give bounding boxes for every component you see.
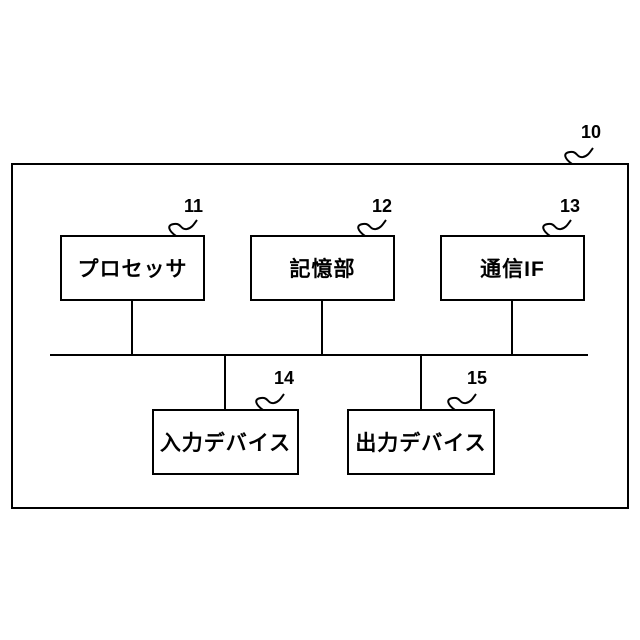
block-label-memory: 記憶部 xyxy=(289,258,356,281)
block-output-device: 出力デバイス xyxy=(347,409,495,475)
lead-line-14 xyxy=(255,393,285,411)
ref-numeral-11: 11 xyxy=(184,196,204,216)
lead-line-11 xyxy=(168,219,198,237)
block-label-output-device: 出力デバイス xyxy=(355,432,487,455)
lead-line-12 xyxy=(357,219,387,237)
ref-numeral-13: 13 xyxy=(560,196,581,216)
lead-line-10 xyxy=(564,147,594,165)
lead-line-13 xyxy=(542,219,572,237)
block-label-input-device: 入力デバイス xyxy=(159,432,292,455)
block-label-processor: プロセッサ xyxy=(77,258,188,281)
block-label-communication-if: 通信IF xyxy=(480,258,545,281)
block-input-device: 入力デバイス xyxy=(152,409,299,475)
block-communication-if: 通信IF xyxy=(440,235,585,301)
block-processor: プロセッサ xyxy=(60,235,205,301)
ref-numeral-12: 12 xyxy=(372,196,393,216)
ref-numeral-14: 14 xyxy=(274,368,295,388)
ref-numeral-15: 15 xyxy=(467,368,488,388)
lead-line-15 xyxy=(447,393,477,411)
ref-numeral-10: 10 xyxy=(581,122,602,142)
system-boundary-box xyxy=(11,163,629,509)
block-memory: 記憶部 xyxy=(250,235,395,301)
